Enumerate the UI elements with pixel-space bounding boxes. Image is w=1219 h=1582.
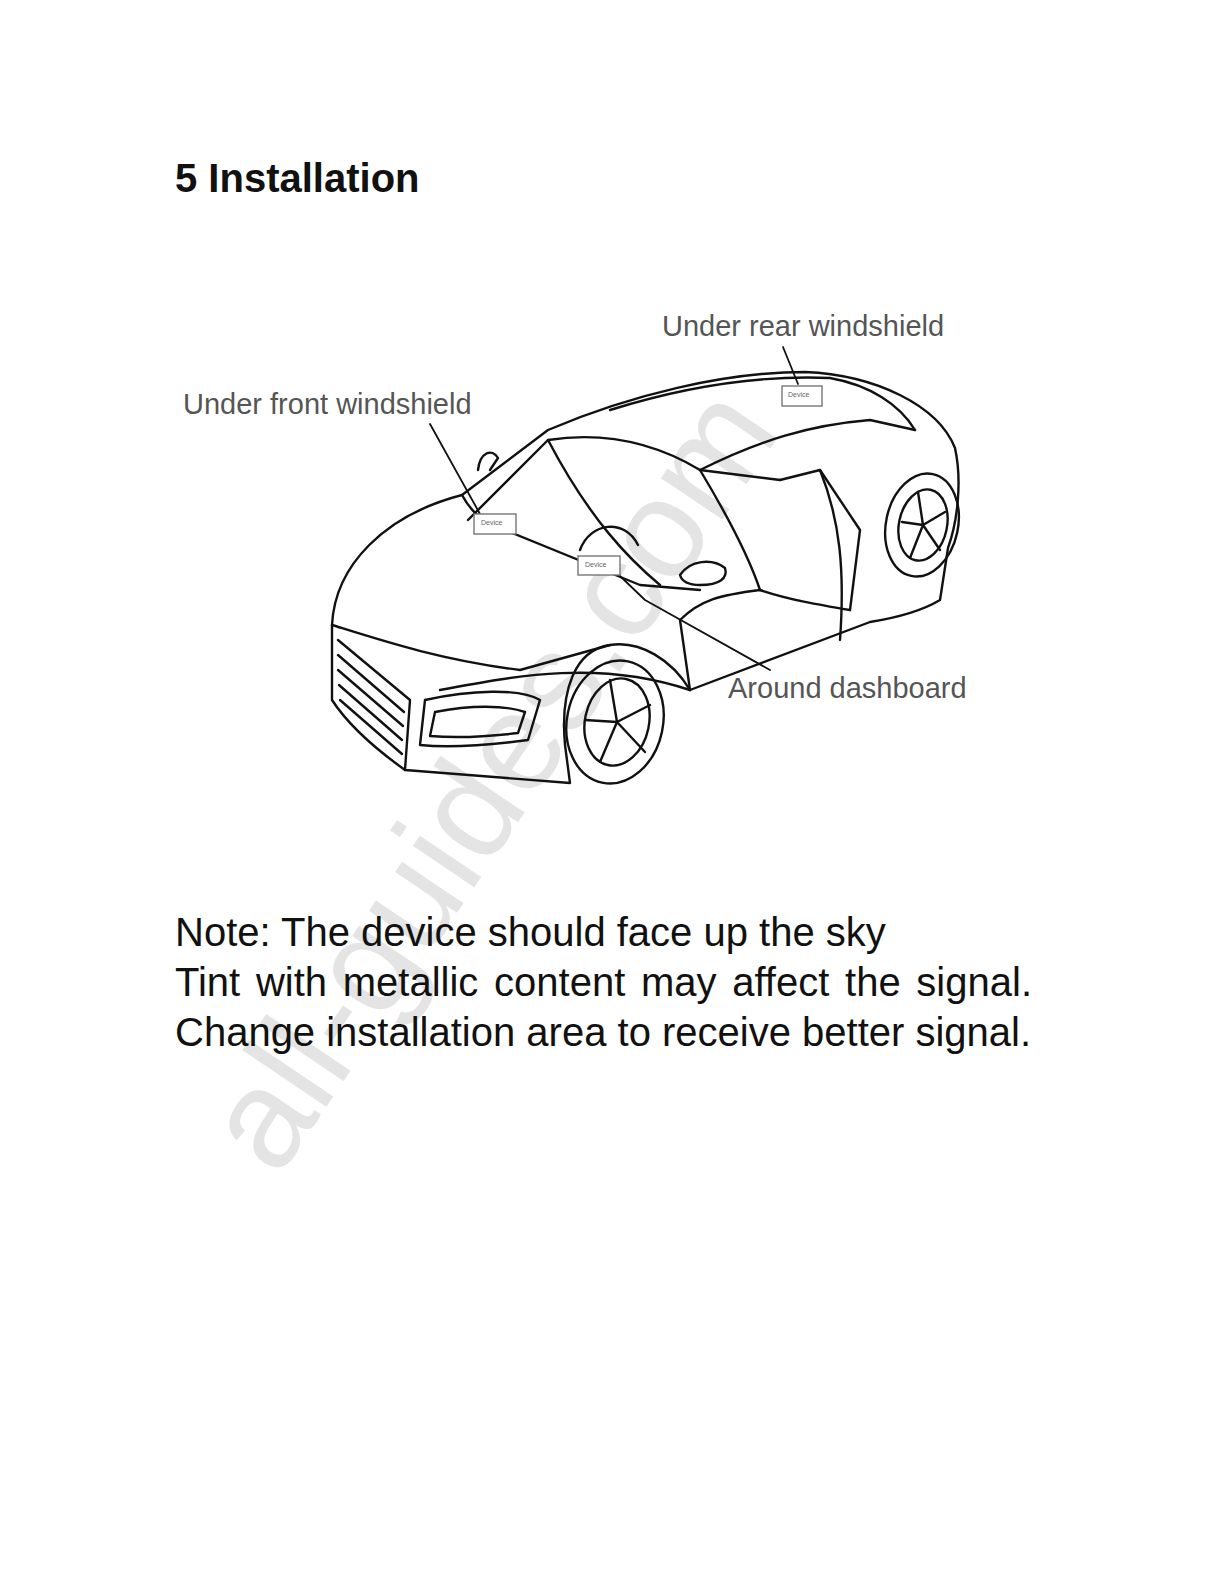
device-label: Device	[585, 561, 606, 568]
callout-label: Around dashboard	[728, 672, 967, 705]
callout-label: Under rear windshield	[662, 310, 944, 343]
watermark: all-guides.com	[170, 359, 809, 1198]
note-heading: Note: The device should face up the sky	[175, 907, 1032, 957]
callout-label: Under front windshield	[183, 388, 472, 421]
device-label: Device	[481, 519, 502, 526]
page-title: 5 Installation	[175, 156, 420, 201]
device-label: Device	[788, 391, 809, 398]
note-text: Tint with metallic content may affect th…	[175, 957, 1032, 1057]
